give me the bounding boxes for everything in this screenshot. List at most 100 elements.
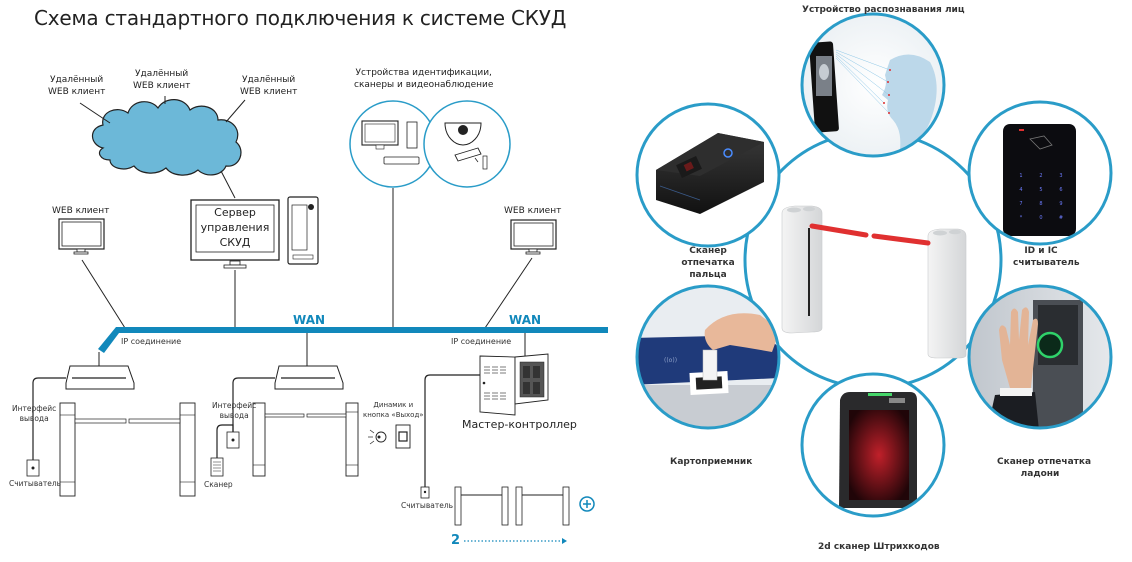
svg-text:#: # (1059, 215, 1063, 221)
connector-line (220, 170, 236, 199)
device-ring (800, 12, 946, 158)
page-title: Схема стандартного подключения к системе… (34, 6, 567, 30)
connector-line (484, 257, 533, 329)
label-line: кнопка «Выход» (363, 411, 424, 419)
remote-web-client-label-2: Удалённый WEB клиент (133, 68, 190, 92)
label-line: Динамик и (373, 401, 414, 409)
connector-line (225, 99, 246, 123)
fingerprint-scanner-label: Сканер отпечатка пальца (680, 245, 736, 281)
card-collector-label: Картоприемник (670, 457, 753, 467)
barcode-scanner-label: 2d сканер Штрихкодов (818, 542, 940, 552)
label-line: Удалённый (135, 69, 189, 79)
dotted-arrow-icon (464, 538, 567, 544)
label-line: Удалённый (50, 75, 104, 85)
controller-box-icon (65, 365, 135, 390)
palm-scanner-image (969, 286, 1111, 428)
cable-line (216, 424, 234, 458)
label-line: сканеры и видеонаблюдение (354, 80, 494, 90)
svg-text:3: 3 (1059, 173, 1062, 179)
device-ring (800, 372, 946, 518)
master-controller-label: Мастер-контроллер (462, 418, 577, 431)
device-ring (967, 100, 1113, 246)
count-label: 2 (451, 533, 461, 548)
barcode-scanner-image (802, 374, 944, 516)
turnstile-icon (252, 402, 359, 477)
label-line: Удалённый (242, 75, 296, 85)
remote-web-client-label-3: Удалённый WEB клиент (240, 74, 297, 98)
web-client-left-label: WEB клиент (52, 206, 110, 216)
cable-line (232, 377, 275, 432)
label-line: отпечатка (681, 258, 735, 268)
device-ring (635, 284, 781, 430)
label-line: Сканер (689, 246, 727, 256)
label-line: Устройства идентификации, (355, 68, 492, 78)
svg-text:1: 1 (1019, 173, 1022, 179)
server-tower-icon (287, 196, 319, 265)
turnstile-icon (454, 486, 570, 526)
label-line: WEB клиент (133, 81, 191, 91)
turnstile-barrier-image (781, 205, 967, 359)
label-line: считыватель (1013, 258, 1080, 268)
devices-circles (349, 100, 511, 188)
turnstile-icon (59, 402, 196, 497)
scanner-label: Сканер (204, 480, 233, 489)
ip-connection-label-2: IP соединение (451, 337, 512, 346)
cable-line (32, 377, 66, 460)
ip-connection-label-1: IP соединение (121, 337, 182, 346)
svg-text:5: 5 (1039, 187, 1042, 193)
label-line: Интерфейс (12, 404, 57, 413)
svg-text:*: * (1020, 215, 1023, 221)
server-label: Сервер управления СКУД (199, 205, 271, 250)
label-line: ладони (1020, 469, 1060, 479)
wan-label-1: WAN (293, 313, 326, 327)
speaker-icon (368, 429, 387, 445)
label-line: WEB клиент (48, 87, 106, 97)
label-line: управления (200, 221, 270, 234)
id-ic-reader-label: ID и IC считыватель (1013, 245, 1080, 269)
label-line: ID и IC (1024, 246, 1058, 256)
controller-box-icon (274, 365, 344, 390)
svg-text:2: 2 (1039, 173, 1042, 179)
device-ring (635, 102, 781, 248)
label-line: Интерфейс (212, 401, 257, 410)
svg-text:((o)): ((o)) (664, 357, 677, 364)
label-line: пальца (689, 270, 727, 280)
web-client-right-label: WEB клиент (504, 206, 562, 216)
output-interface-label-2: Интерфейс вывода (212, 401, 256, 421)
master-controller-icon (479, 353, 549, 416)
remote-web-client-label-1: Удалённый WEB клиент (48, 74, 105, 98)
wan-bus (98, 327, 608, 353)
monitor-icon (510, 219, 557, 255)
label-line: Сервер (214, 206, 256, 219)
face-recognition-label: Устройство распознавания лиц (802, 5, 965, 15)
label-line: WEB клиент (240, 87, 298, 97)
label-line: Сканер отпечатка (997, 457, 1092, 467)
svg-text:6: 6 (1059, 187, 1062, 193)
connector-line (81, 259, 126, 329)
device-ring (967, 284, 1113, 430)
svg-text:9: 9 (1059, 201, 1062, 207)
cable-line (424, 374, 480, 487)
label-line: вывода (19, 414, 49, 423)
server-monitor-icon (190, 199, 280, 269)
fingerprint-scanner-image (637, 104, 779, 246)
speaker-exit-label: Динамик и кнопка «Выход» (363, 400, 424, 420)
svg-text:7: 7 (1019, 201, 1022, 207)
plus-circle-icon[interactable] (579, 496, 595, 512)
devices-group-label: Устройства идентификации, сканеры и виде… (354, 67, 493, 91)
reader-label-2: Считыватель (401, 501, 454, 510)
monitor-icon (58, 218, 105, 255)
cloud-icon (91, 99, 242, 176)
palm-scanner-label: Сканер отпечатка ладони (997, 456, 1092, 480)
svg-text:0: 0 (1039, 215, 1042, 221)
connector-line (79, 102, 111, 124)
scanner-keypad-icon (210, 457, 224, 477)
face-recognition-image (802, 14, 944, 156)
label-line: СКУД (219, 236, 251, 249)
output-interface-label-1: Интерфейс вывода (12, 404, 56, 424)
wan-label-2: WAN (509, 313, 542, 327)
svg-text:4: 4 (1019, 187, 1022, 193)
exit-button-icon (395, 424, 411, 449)
